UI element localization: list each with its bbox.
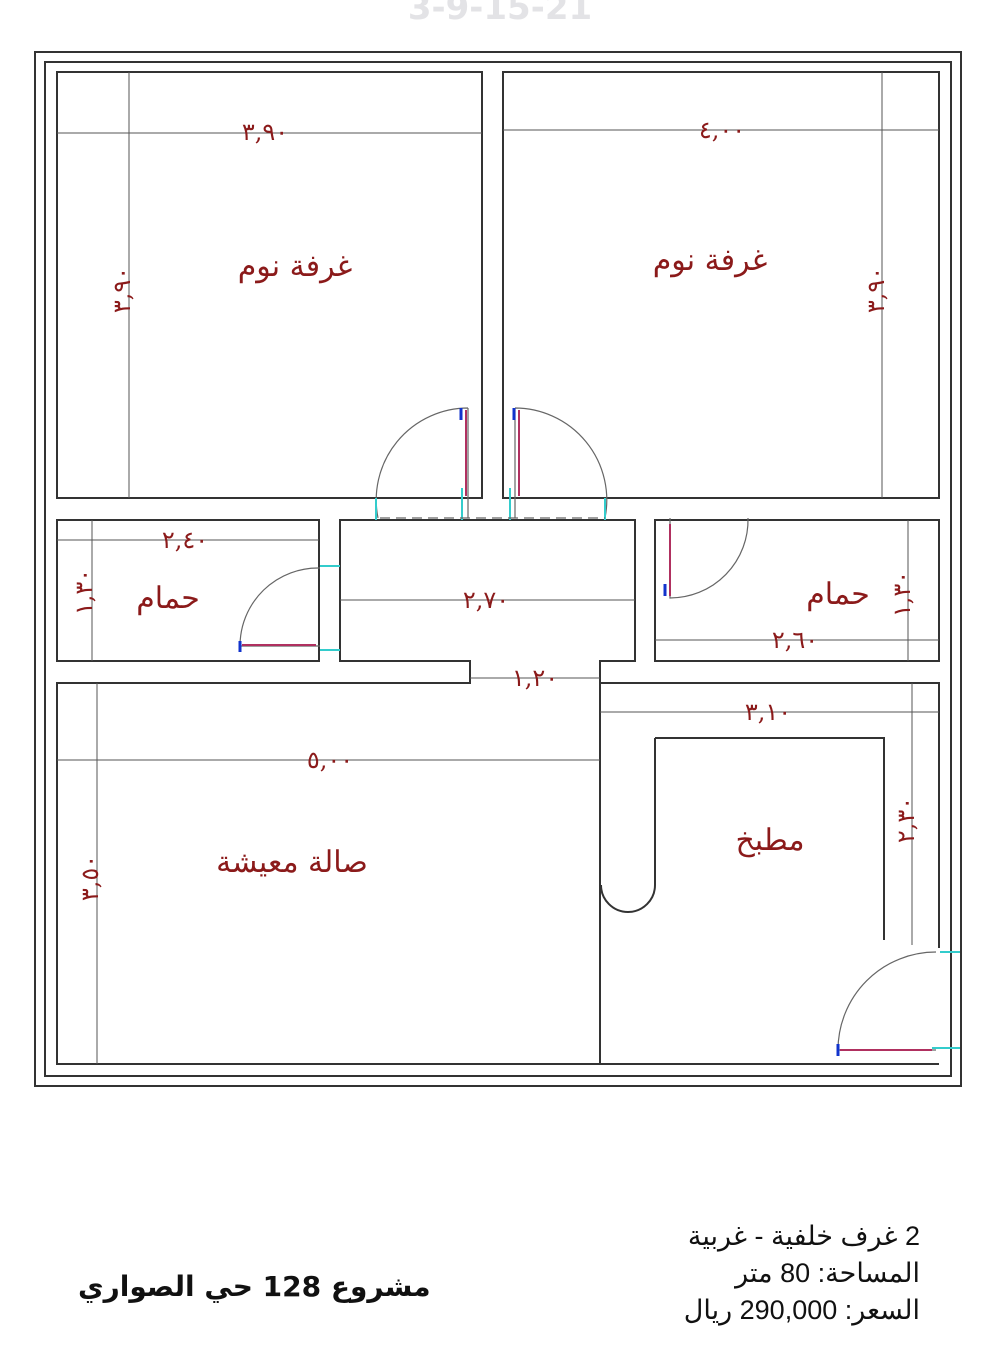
room-label-bath-left: حمام bbox=[136, 581, 200, 616]
dim-label: ٢,٦٠ bbox=[772, 626, 818, 654]
dim-label: ٢,٧٠ bbox=[463, 586, 509, 614]
room-label-kitchen: مطبخ bbox=[735, 823, 804, 858]
room-walls bbox=[56, 71, 940, 1065]
dim-label: ٣,٩٠ bbox=[108, 267, 136, 313]
dim-label: ٣,٥٠ bbox=[76, 855, 104, 901]
info-rooms: 2 غرف خلفية - غربية bbox=[687, 1221, 920, 1251]
floor-plan: غرفة نوم غرفة نوم حمام حمام صالة معيشة م… bbox=[34, 51, 962, 1087]
listing-info: 2 غرف خلفية - غربية المساحة: 80 متر السع… bbox=[684, 1218, 920, 1329]
doors bbox=[238, 407, 960, 1056]
dim-label: ٢,٣٠ bbox=[892, 797, 920, 843]
watermark: 3-9-15-21 bbox=[407, 0, 593, 28]
outer-walls bbox=[34, 51, 962, 1087]
project-title: مشروع 128 حي الصواري bbox=[78, 1270, 431, 1303]
room-label-bedroom-left: غرفة نوم bbox=[238, 249, 353, 284]
dim-label: ٢,٤٠ bbox=[162, 526, 208, 554]
info-price: السعر: 290,000 ريال bbox=[683, 1295, 920, 1325]
dim-label: ٥,٠٠ bbox=[307, 746, 353, 774]
room-label-bedroom-right: غرفة نوم bbox=[653, 243, 768, 278]
dim-label: ٣,٩٠ bbox=[242, 118, 288, 146]
room-labels: غرفة نوم غرفة نوم حمام حمام صالة معيشة م… bbox=[136, 243, 870, 880]
info-area: المساحة: 80 متر bbox=[735, 1258, 920, 1288]
dim-label: ١,٢٠ bbox=[512, 664, 558, 692]
dim-label: ٣,٩٠ bbox=[862, 267, 890, 313]
room-label-bath-right: حمام bbox=[806, 577, 870, 612]
dim-label: ٤,٠٠ bbox=[699, 116, 745, 144]
dimension-labels: ٣,٩٠ ٤,٠٠ ٣,٩٠ ٣,٩٠ ٢,٤٠ ١,٣٠ ٢,٧٠ ١,٣٠ … bbox=[70, 116, 920, 901]
room-label-living: صالة معيشة bbox=[216, 845, 368, 880]
dim-label: ١,٣٠ bbox=[70, 569, 98, 615]
dimension-lines bbox=[57, 72, 939, 1064]
dim-label: ٣,١٠ bbox=[745, 698, 791, 726]
dim-label: ١,٣٠ bbox=[888, 571, 916, 617]
